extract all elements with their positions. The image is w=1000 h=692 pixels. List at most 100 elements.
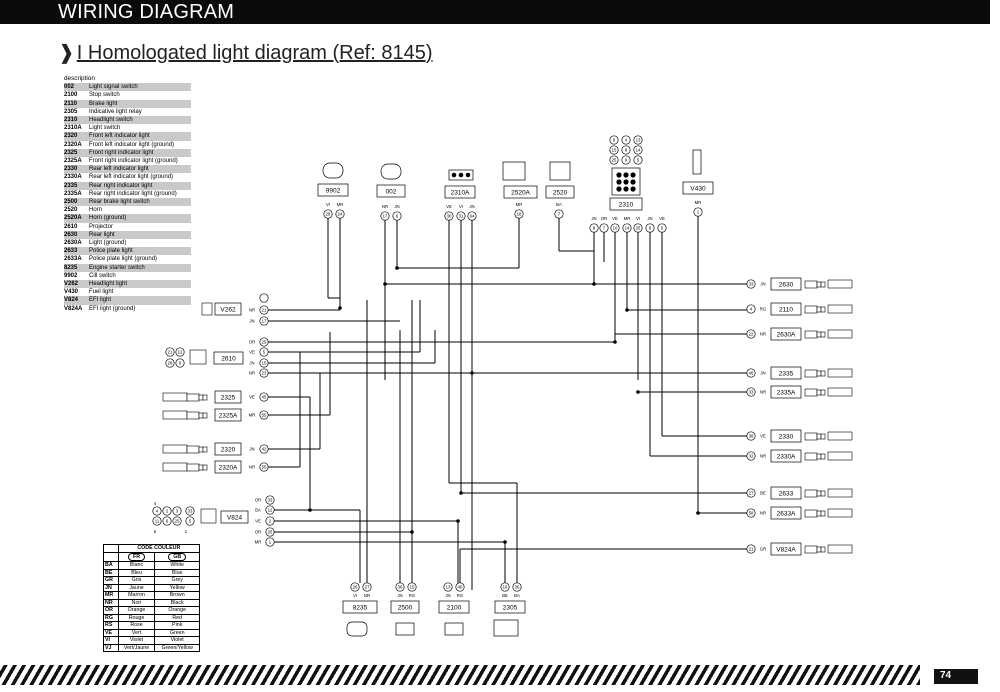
pin-number: 4 [625,138,628,143]
pin-circle [185,516,195,526]
pin-number: 8 [593,226,596,231]
right-component-box [770,542,802,556]
wire-color-code: BA [514,593,520,598]
pin-number: 4 [156,509,159,514]
right-component-box [770,486,802,500]
pin-number: 9 [613,138,616,143]
wire-junction [613,340,617,344]
connector-pin-icon [630,172,636,178]
wire-color-code: VI [326,202,330,207]
color-code-header-fr: FR [127,552,146,561]
pin-circle [633,155,643,165]
pin-number: 21 [262,308,267,313]
description-code: 9902 [64,272,78,279]
component-label: 2305 [503,604,518,611]
connector-plug-icon [827,279,853,289]
pin-number: 6 [396,214,399,219]
pin-number: 12 [178,350,183,355]
bulb-icon [820,546,826,553]
connector-plug-icon [827,431,853,441]
wire-junction [696,511,700,515]
component-label: 2330 [779,433,794,440]
bulb-icon [804,369,818,378]
projector-connector-icon [189,349,207,365]
description-code: V824A [64,305,83,312]
component-label: 2633A [777,510,796,517]
description-label: Front right indicator light (ground) [89,158,178,165]
description-label: Police plate light [89,248,133,255]
pin-number: 25 [262,340,267,345]
pin-number: 36 [398,585,403,590]
pin-number: 33 [749,282,754,287]
bulb-icon [816,331,822,338]
description-code: 2630 [64,231,78,238]
pin-circle [621,135,631,145]
description-code: 2320A [64,141,82,148]
bottom-component-box [438,600,470,614]
wire-color-code: RG [457,593,464,598]
description-code: 2500 [64,199,78,206]
component-label: 2100 [447,604,462,611]
color-code-cell: Vert/Jaune [117,643,156,652]
component-label: 8235 [353,604,368,611]
connector-plug-icon [827,329,853,339]
pin-number: 40 [458,585,463,590]
pin-number: 33 [749,390,754,395]
wire-color-code: JN [647,216,652,221]
wire-color-code: NR [249,308,255,313]
left-component-box [214,390,242,404]
wire-color-code: OR [249,340,255,345]
pin-number: 8 [625,148,628,153]
description-label: Police plate light (ground) [89,256,158,263]
right-component-box [770,302,802,316]
component-label: 002 [386,188,397,195]
wire-color-code: BE [760,491,766,496]
component-label: 2325 [221,394,236,401]
pin-circle [746,304,756,314]
component-label: 2110 [779,306,793,313]
bulb-icon [816,306,822,313]
bulb-icon [816,453,822,460]
horn-connector-icon [549,161,571,181]
wire-color-code: BA [255,508,261,513]
starter-switch-icon [346,621,368,637]
description-label: Projector [89,223,114,230]
pin-number: 17 [383,214,388,219]
title-chevron-icon: ❱ [58,40,75,64]
pin-number: 64 [470,214,475,219]
pin-number: 5 [189,519,192,524]
pin-number: 2 [166,509,169,514]
connector-pin-icon [465,172,471,178]
pin-number: 9 [625,158,628,163]
pin-number: 12 [268,508,273,513]
description-label: Rear light [89,231,115,238]
description-code: 2633A [64,256,82,263]
bulb-icon [804,545,818,554]
wire-color-code: MR [255,540,262,545]
pin-circle [609,145,619,155]
wire-color-code: VE [659,216,665,221]
pin-circle [609,155,619,165]
bulb-icon [202,412,208,419]
connector-pin-icon [630,179,636,185]
description-code: 2110 [64,100,78,107]
efi-connector-icon [200,508,217,524]
diagram-title-text: I Homologated light diagram (Ref: 8145) [76,42,433,64]
pin-number: 33 [188,509,193,514]
left-component-box [214,442,242,456]
description-label: Light (ground) [89,240,127,247]
pin-number: 27 [365,585,370,590]
description-code: 2310 [64,117,78,124]
